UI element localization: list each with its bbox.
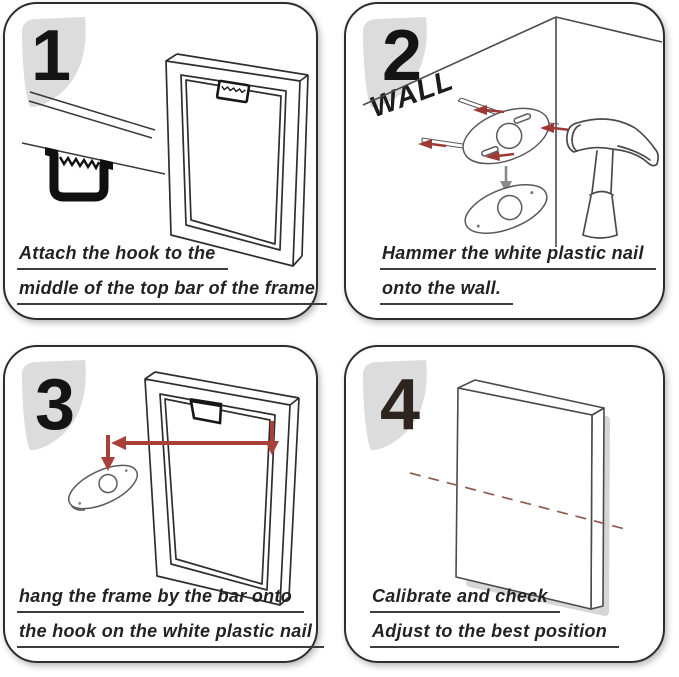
step-panel-3: 3 ha [3, 345, 325, 663]
caption-line: hang the frame by the bar onto [17, 586, 305, 613]
hammer-direction-arrows [418, 105, 571, 161]
nail-plate-tilted-icon [462, 107, 550, 165]
down-arrow-icon [500, 166, 512, 193]
step4-illustration [409, 379, 630, 616]
step-number: 1 [31, 16, 71, 96]
nail-plate-front-icon [464, 184, 548, 234]
step-panel-1: 1 Attach the hook to the middle of the t… [3, 2, 328, 320]
wall-corner-lines [362, 16, 663, 247]
corner-leaf-icon [363, 360, 427, 451]
canvas-icon [455, 379, 605, 610]
serrated-hook-icon [45, 147, 113, 202]
step-panel-4: 4 Calibrate and check Adjust to the best… [344, 345, 665, 663]
step3-illustration [67, 371, 300, 606]
nail-plate-icon [67, 464, 139, 511]
step4-caption: Calibrate and check Adjust to the best p… [370, 578, 620, 648]
step1-caption: Attach the hook to the middle of the top… [17, 235, 328, 305]
frame-hook-icon [215, 79, 251, 104]
caption-line: middle of the top bar of the frame [17, 278, 328, 305]
caption-line: Attach the hook to the [17, 243, 228, 270]
step-number: 2 [382, 16, 422, 96]
step2-caption: Hammer the white plastic nail onto the w… [380, 235, 656, 305]
caption-line: the hook on the white plastic nail [17, 621, 325, 648]
picture-frame-icon [144, 371, 300, 606]
step-number: 3 [35, 365, 75, 445]
step2-illustration [362, 16, 663, 247]
corner-leaf-icon [363, 17, 427, 108]
picture-frame-icon [165, 53, 309, 267]
caption-line: Hammer the white plastic nail [380, 243, 656, 270]
step-number: 4 [380, 365, 420, 445]
caption-line: Calibrate and check [370, 586, 560, 613]
hammer-icon [566, 118, 659, 239]
canvas-shadow [466, 416, 610, 616]
frame-hook-icon [189, 398, 223, 425]
hang-direction-arrows [101, 421, 279, 471]
caption-line: onto the wall. [380, 278, 514, 305]
corner-leaf-icon [22, 17, 86, 108]
corner-leaf-icon [22, 360, 86, 451]
step1-illustration [21, 53, 309, 267]
caption-line: Adjust to the best position [370, 621, 620, 648]
step3-caption: hang the frame by the bar onto the hook … [17, 578, 325, 648]
step-panel-2: 2 WALL [344, 2, 665, 320]
